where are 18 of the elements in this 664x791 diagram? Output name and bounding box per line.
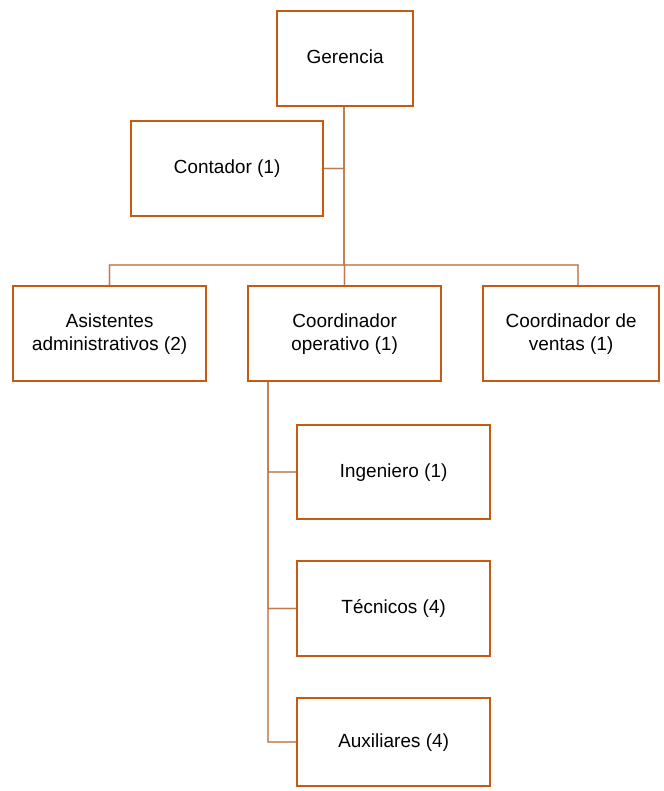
box-label: Gerencia	[306, 47, 384, 70]
org-box	[296, 424, 491, 520]
box-label: Asistentes administrativos (2)	[30, 310, 188, 356]
org-box	[12, 285, 207, 382]
org-box	[482, 285, 660, 382]
box-label: Contador (1)	[174, 157, 280, 180]
org-box	[247, 285, 442, 382]
org-box	[296, 697, 491, 787]
box-label: Coordinador operativo (1)	[290, 310, 399, 356]
connector-line	[267, 382, 296, 743]
org-box	[276, 10, 414, 107]
org-box	[130, 120, 324, 217]
box-label: Ingeniero (1)	[340, 460, 448, 484]
box-label: Coordinador de ventas (1)	[504, 310, 638, 356]
org-box	[296, 560, 491, 657]
box-label: Auxiliares (4)	[338, 730, 449, 754]
connector-line	[343, 107, 579, 285]
box-label: Técnicos (4)	[341, 597, 446, 620]
